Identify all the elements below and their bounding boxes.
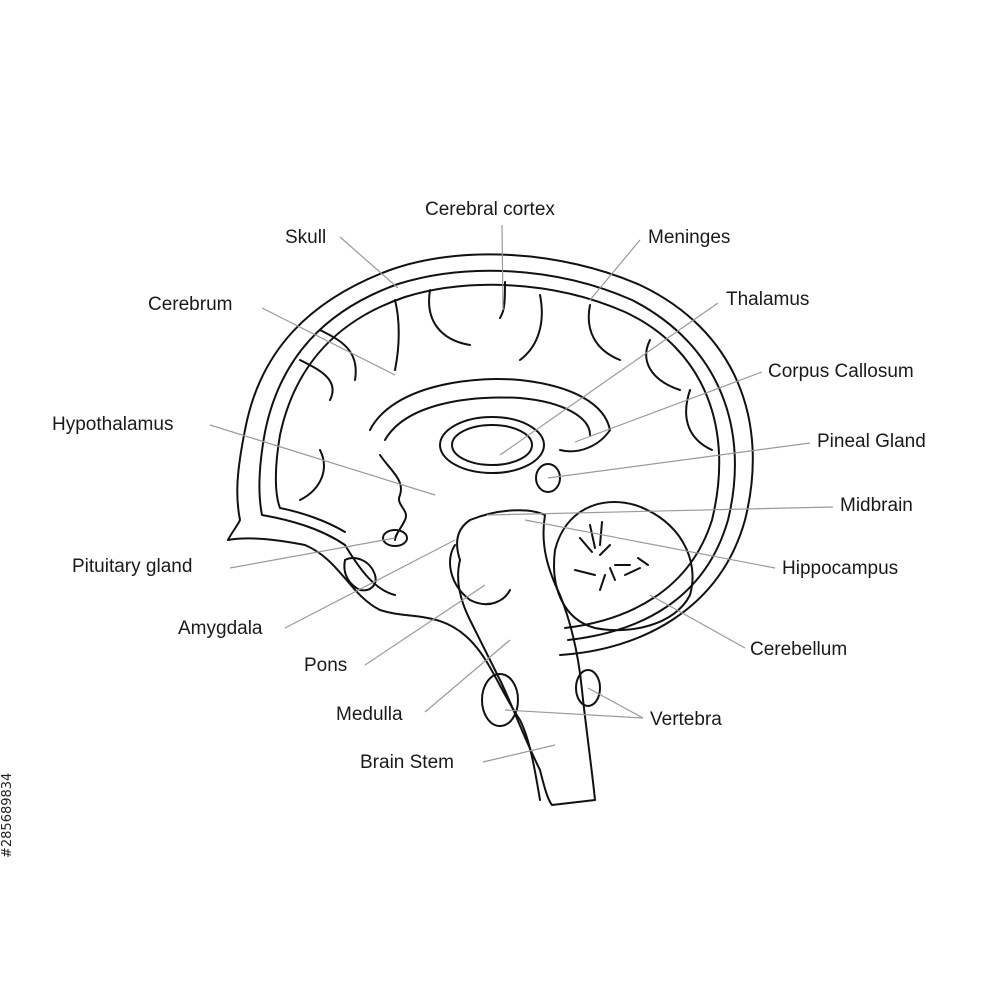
label-skull: Skull — [285, 228, 326, 247]
label-vertebra: Vertebra — [650, 710, 722, 729]
label-pineal-gland: Pineal Gland — [817, 432, 926, 451]
label-amygdala: Amygdala — [178, 619, 263, 638]
label-hippocampus: Hippocampus — [782, 559, 898, 578]
meninges-outline — [259, 271, 735, 640]
leader-pons — [365, 585, 485, 665]
label-hypothalamus: Hypothalamus — [52, 415, 173, 434]
gyri-folds — [300, 282, 712, 500]
brain-stem-outline — [457, 510, 595, 805]
label-pons: Pons — [304, 656, 347, 675]
label-cerebrum: Cerebrum — [148, 295, 232, 314]
leader-cerebellum — [650, 595, 745, 648]
leader-skull — [340, 237, 398, 288]
label-midbrain: Midbrain — [840, 496, 913, 515]
amygdala-shape — [344, 558, 375, 590]
leader-vertebra-2 — [588, 688, 643, 718]
stock-id-text: #285689834 — [0, 755, 40, 875]
label-cerebral-cortex: Cerebral cortex — [425, 200, 555, 219]
label-cerebellum: Cerebellum — [750, 640, 847, 659]
leader-hypothalamus — [210, 425, 435, 495]
label-medulla: Medulla — [336, 705, 403, 724]
leader-midbrain — [487, 507, 833, 515]
label-corpus-callosum: Corpus Callosum — [768, 362, 914, 381]
corpus-callosum-inner — [385, 397, 590, 440]
corpus-callosum-outline — [370, 379, 610, 451]
thalamus-inner — [452, 425, 532, 465]
leader-cerebral-cortex — [502, 225, 503, 310]
label-pituitary-gland: Pituitary gland — [72, 557, 192, 576]
hypothalamus-outline — [380, 455, 406, 540]
label-thalamus: Thalamus — [726, 290, 809, 309]
leader-pituitary-gland — [230, 538, 395, 568]
label-brain-stem: Brain Stem — [360, 753, 454, 772]
label-meninges: Meninges — [648, 228, 730, 247]
cerebellum-outline — [554, 502, 692, 630]
leader-cerebrum — [262, 308, 395, 375]
leader-vertebra-1 — [505, 710, 643, 718]
leader-brain-stem — [483, 745, 555, 762]
